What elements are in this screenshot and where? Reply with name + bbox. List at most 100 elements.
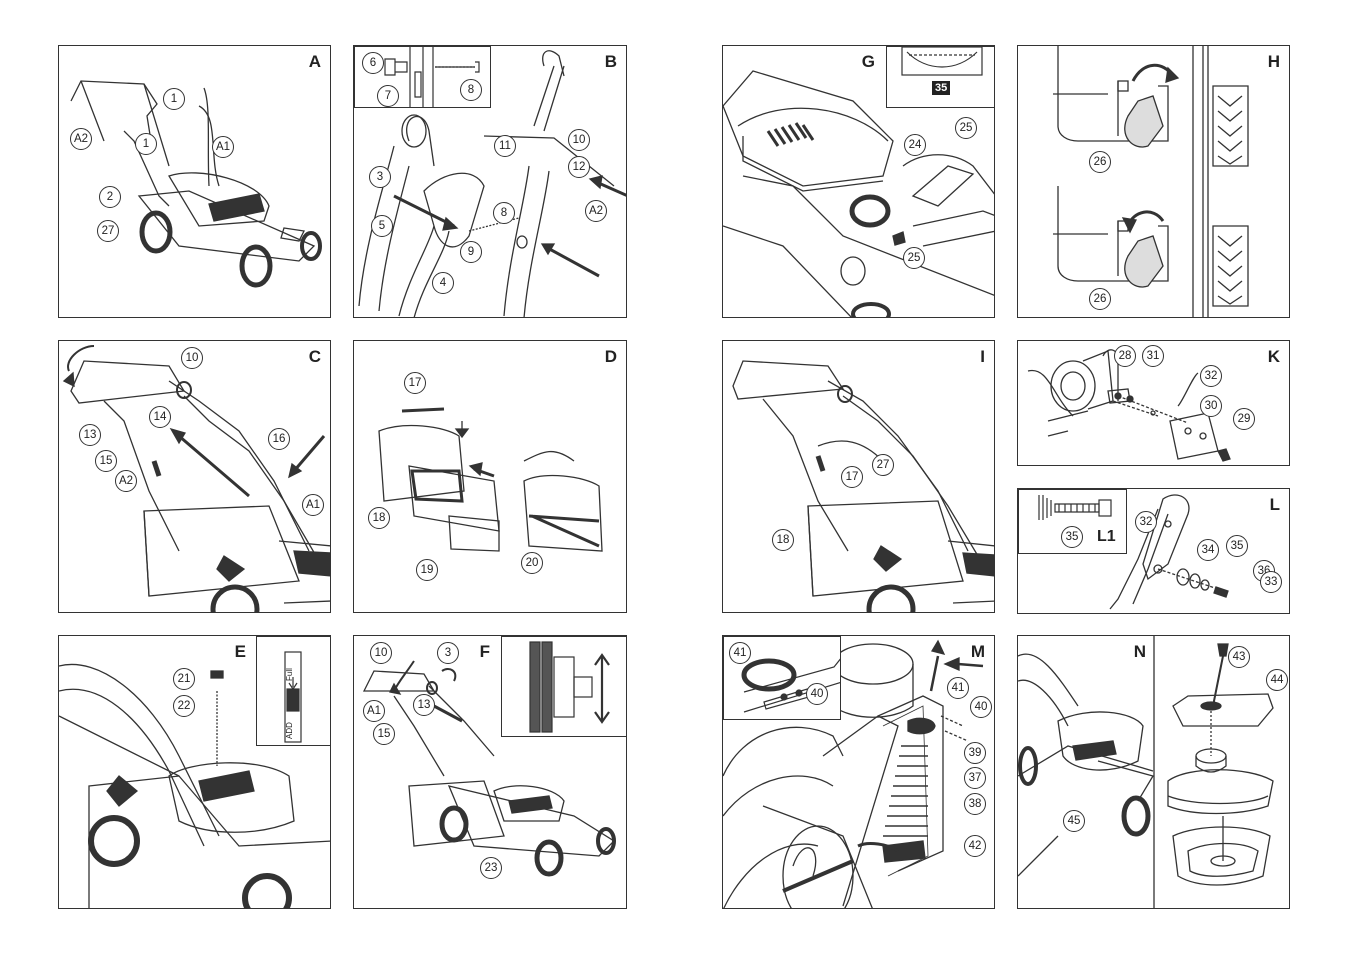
panel-a-illustration <box>70 80 322 288</box>
callout: 10 <box>568 129 590 151</box>
panel-label: L <box>1269 495 1280 514</box>
callout: 25 <box>903 247 925 269</box>
callout: 33 <box>1260 571 1282 593</box>
panel-h: H 26 26 <box>1017 45 1290 318</box>
panel-a: A 1 1 A1 A2 2 27 <box>58 45 331 318</box>
panel-n: N 43 44 45 <box>1017 635 1290 909</box>
panel-g-illustration <box>723 70 994 317</box>
callout: 18 <box>772 529 794 551</box>
callout: 26 <box>1089 288 1111 310</box>
inset-label: L1 <box>1097 528 1116 545</box>
panel-c-illustration <box>62 345 330 612</box>
callout: 15 <box>373 723 395 745</box>
callout: 17 <box>841 466 863 488</box>
callout: A2 <box>585 200 607 222</box>
callout: 24 <box>904 134 926 156</box>
callout: 30 <box>1200 395 1222 417</box>
panel-b: 6 7 8 B 3 11 10 12 A2 8 5 9 4 <box>353 45 627 318</box>
callout: 44 <box>1266 669 1288 691</box>
callout: 11 <box>494 135 516 157</box>
panel-d: D 17 18 19 20 <box>353 340 627 613</box>
callout: 37 <box>964 767 986 789</box>
callout: 40 <box>970 696 992 718</box>
panel-label: G <box>861 52 875 71</box>
callout: A1 <box>212 136 234 158</box>
callout: 41 <box>947 677 969 699</box>
callout: A1 <box>363 700 385 722</box>
callout: 31 <box>1142 345 1164 367</box>
callout: 21 <box>173 668 195 690</box>
callout: 25 <box>955 117 977 139</box>
panel-label: B <box>604 52 617 71</box>
callout: 43 <box>1228 646 1250 668</box>
panel-label: A <box>308 52 321 71</box>
gauge-full-label: Full <box>285 668 294 681</box>
panel-e-illustration <box>59 663 330 908</box>
panel-e: Full ADD E 21 22 <box>58 635 331 909</box>
callout: 34 <box>1197 539 1219 561</box>
callout: 27 <box>97 220 119 242</box>
callout: 32 <box>1200 365 1222 387</box>
panel-k-illustration <box>1027 349 1231 462</box>
callout: 8 <box>493 202 515 224</box>
callout: A2 <box>115 470 137 492</box>
callout: 20 <box>521 552 543 574</box>
callout: 13 <box>79 424 101 446</box>
panel-label: N <box>1133 642 1146 661</box>
callout: 7 <box>377 85 399 107</box>
callout: 3 <box>369 166 391 188</box>
callout: 10 <box>370 642 392 664</box>
callout: 8 <box>460 79 482 101</box>
callout: 38 <box>964 793 986 815</box>
callout: 16 <box>268 428 290 450</box>
callout: 39 <box>964 742 986 764</box>
panel-l-illustration <box>1109 494 1229 610</box>
callout: 22 <box>173 695 195 717</box>
callout: 2 <box>99 186 121 208</box>
callout: 4 <box>432 272 454 294</box>
panel-label: D <box>604 347 617 366</box>
callout: 5 <box>371 215 393 237</box>
callout: 10 <box>181 347 203 369</box>
callout: 1 <box>163 88 185 110</box>
panel-m-inset: 41 40 <box>723 636 841 720</box>
panel-label: F <box>479 642 490 661</box>
callout: 6 <box>362 52 384 74</box>
panel-k: K 28 31 32 30 29 <box>1017 340 1290 466</box>
panel-b-inset: 6 7 8 <box>354 46 491 108</box>
panel-f: F 10 3 A1 13 15 23 <box>353 635 627 909</box>
panel-l: 35 L1 L 32 34 35 36 33 <box>1017 488 1290 614</box>
panel-f-illustration <box>362 660 616 877</box>
gauge-add-label: ADD <box>285 722 294 739</box>
callout: 28 <box>1114 345 1136 367</box>
panel-n-illustration <box>1018 636 1274 908</box>
callout: 40 <box>806 683 828 705</box>
panel-i: I 17 27 18 <box>722 340 995 613</box>
panel-f-inset <box>501 636 626 737</box>
callout: 13 <box>413 694 435 716</box>
callout: 29 <box>1233 408 1255 430</box>
callout: 15 <box>95 450 117 472</box>
panel-label: M <box>970 642 985 661</box>
panel-m-illustration <box>723 639 984 908</box>
callout: 35 <box>1061 526 1083 548</box>
panel-label: K <box>1267 347 1280 366</box>
panel-c: C 10 13 14 15 A2 16 A1 <box>58 340 331 613</box>
callout: 3 <box>437 642 459 664</box>
callout: 9 <box>460 241 482 263</box>
panel-label: E <box>234 642 246 661</box>
callout: 32 <box>1135 511 1157 533</box>
callout: 35 <box>1226 535 1248 557</box>
panel-l-inset: 35 L1 <box>1018 489 1127 554</box>
panel-g: 35 G 24 25 25 <box>722 45 995 318</box>
panel-g-inset: 35 <box>886 46 994 108</box>
callout: 41 <box>729 642 751 664</box>
callout: A1 <box>302 494 324 516</box>
panel-d-illustration <box>378 407 603 552</box>
callout: 23 <box>480 857 502 879</box>
panel-label: H <box>1267 52 1280 71</box>
panel-h-illustration <box>1053 46 1249 317</box>
panel-label: C <box>308 347 321 366</box>
callout: 17 <box>404 372 426 394</box>
callout: A2 <box>70 128 92 150</box>
